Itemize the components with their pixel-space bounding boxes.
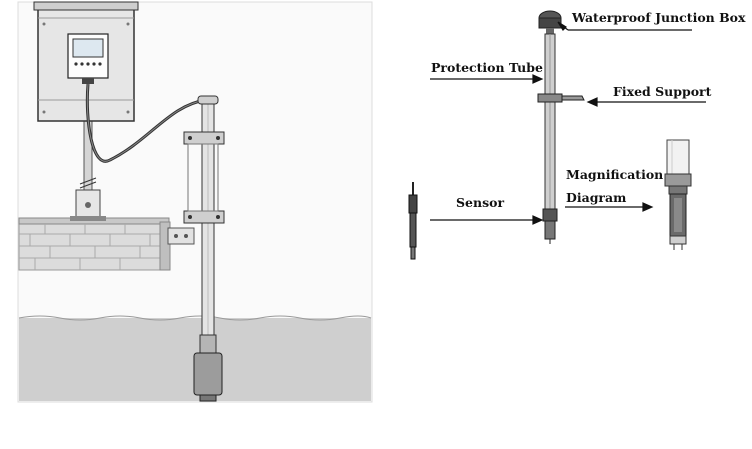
label-arrows xyxy=(430,21,706,225)
label-magnification: Magnification xyxy=(566,167,664,182)
label-junction-box: Waterproof Junction Box xyxy=(572,10,746,25)
sensor-separate xyxy=(408,194,418,214)
label-sensor: Sensor xyxy=(456,195,505,210)
label-diagram: Diagram xyxy=(566,190,627,205)
label-fixed-support: Fixed Support xyxy=(613,84,712,99)
controller-screen xyxy=(72,38,104,58)
sensor-scene xyxy=(193,352,223,396)
concrete-wall xyxy=(18,217,171,271)
sensor-attached xyxy=(544,220,556,240)
component-breakdown xyxy=(408,10,706,260)
label-protection-tube: Protection Tube xyxy=(431,60,543,75)
fixed-support xyxy=(537,93,563,103)
magnified-sensor xyxy=(664,139,692,250)
installation-scene xyxy=(17,1,373,403)
wall-bracket xyxy=(167,227,195,245)
